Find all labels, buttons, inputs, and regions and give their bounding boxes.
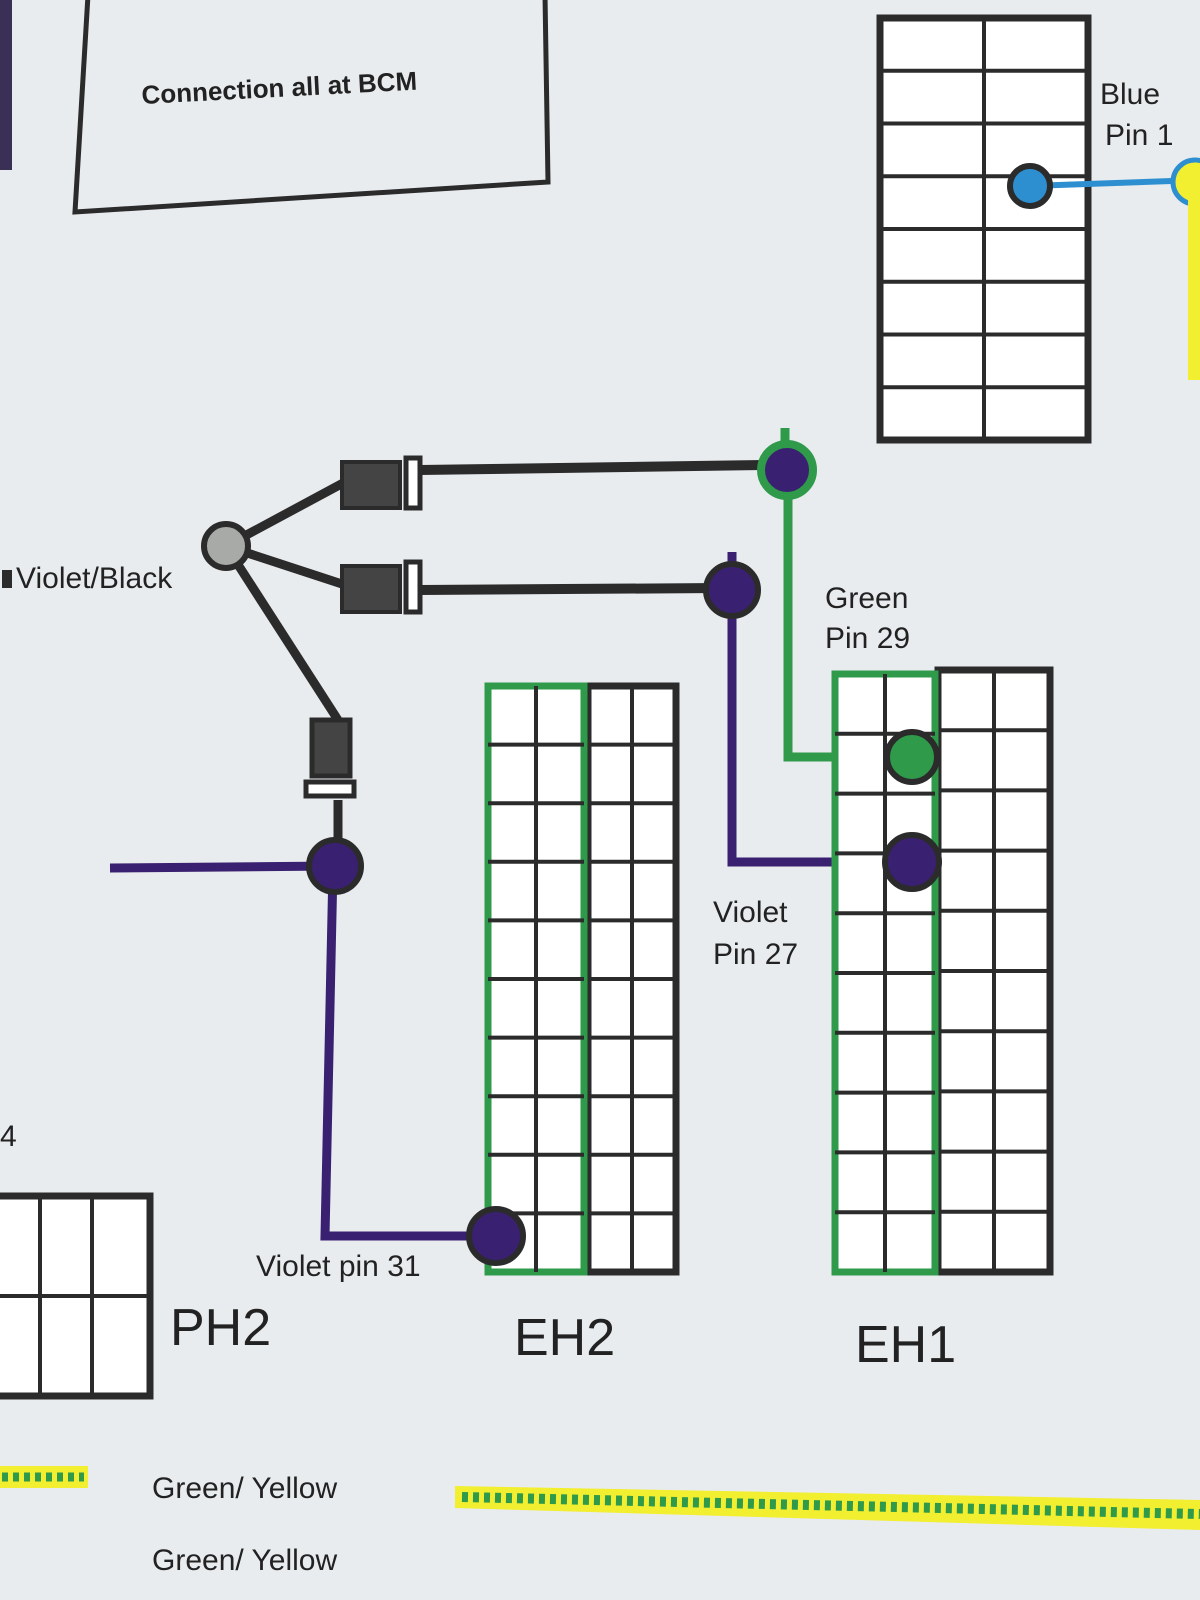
eh2-pin-31-dot [466, 1206, 526, 1266]
blue-pin-dot [1007, 163, 1053, 209]
eh1-label: EH1 [855, 1316, 956, 1374]
violet-black-label: Violet/Black [16, 562, 173, 595]
blue-wire [1007, 157, 1200, 380]
eh1-connector [831, 666, 1054, 1276]
violet-black-marker [2, 570, 12, 588]
bcm-note-text: Connection all at BCM [141, 66, 418, 110]
yellow-terminal [1170, 157, 1200, 207]
diode-middle [340, 559, 423, 615]
eh1-pin-29-dot [884, 729, 940, 785]
violet-top-dot [703, 561, 761, 619]
violet-pin31-label: Violet pin 31 [256, 1250, 421, 1283]
yellow-stripe-right [1188, 200, 1200, 380]
legend-label-1: Green/ Yellow [152, 1472, 337, 1505]
ph2-label: PH2 [170, 1299, 271, 1357]
green-color-label: Green [825, 582, 908, 615]
diode-top [340, 455, 423, 511]
legend-green-yellow-right-sample [455, 1486, 1200, 1530]
violet-color-label: Violet [713, 896, 788, 929]
bcm-note-box: Connection all at BCM [72, 0, 551, 215]
legend-label-2: Green/ Yellow [152, 1544, 337, 1577]
edge-digit: 4 [0, 1120, 17, 1153]
green-top-dot [757, 440, 817, 500]
legend-green-yellow-left-sample [0, 1466, 88, 1488]
violet-pin-label: Pin 27 [713, 938, 798, 971]
eh2-label: EH2 [514, 1309, 615, 1367]
green-pin-label: Pin 29 [825, 622, 910, 655]
page-edge [0, 0, 12, 170]
top-right-connector [876, 14, 1092, 444]
eh2-connector [484, 682, 680, 1276]
blue-color-label: Blue [1100, 78, 1160, 111]
ph2-connector [0, 1192, 154, 1400]
splice-point [201, 521, 251, 571]
diode-lower [303, 717, 357, 799]
blue-pin-label: Pin 1 [1105, 119, 1173, 152]
eh1-pin-27-dot [882, 832, 942, 892]
violet-junction-dot [306, 837, 364, 895]
